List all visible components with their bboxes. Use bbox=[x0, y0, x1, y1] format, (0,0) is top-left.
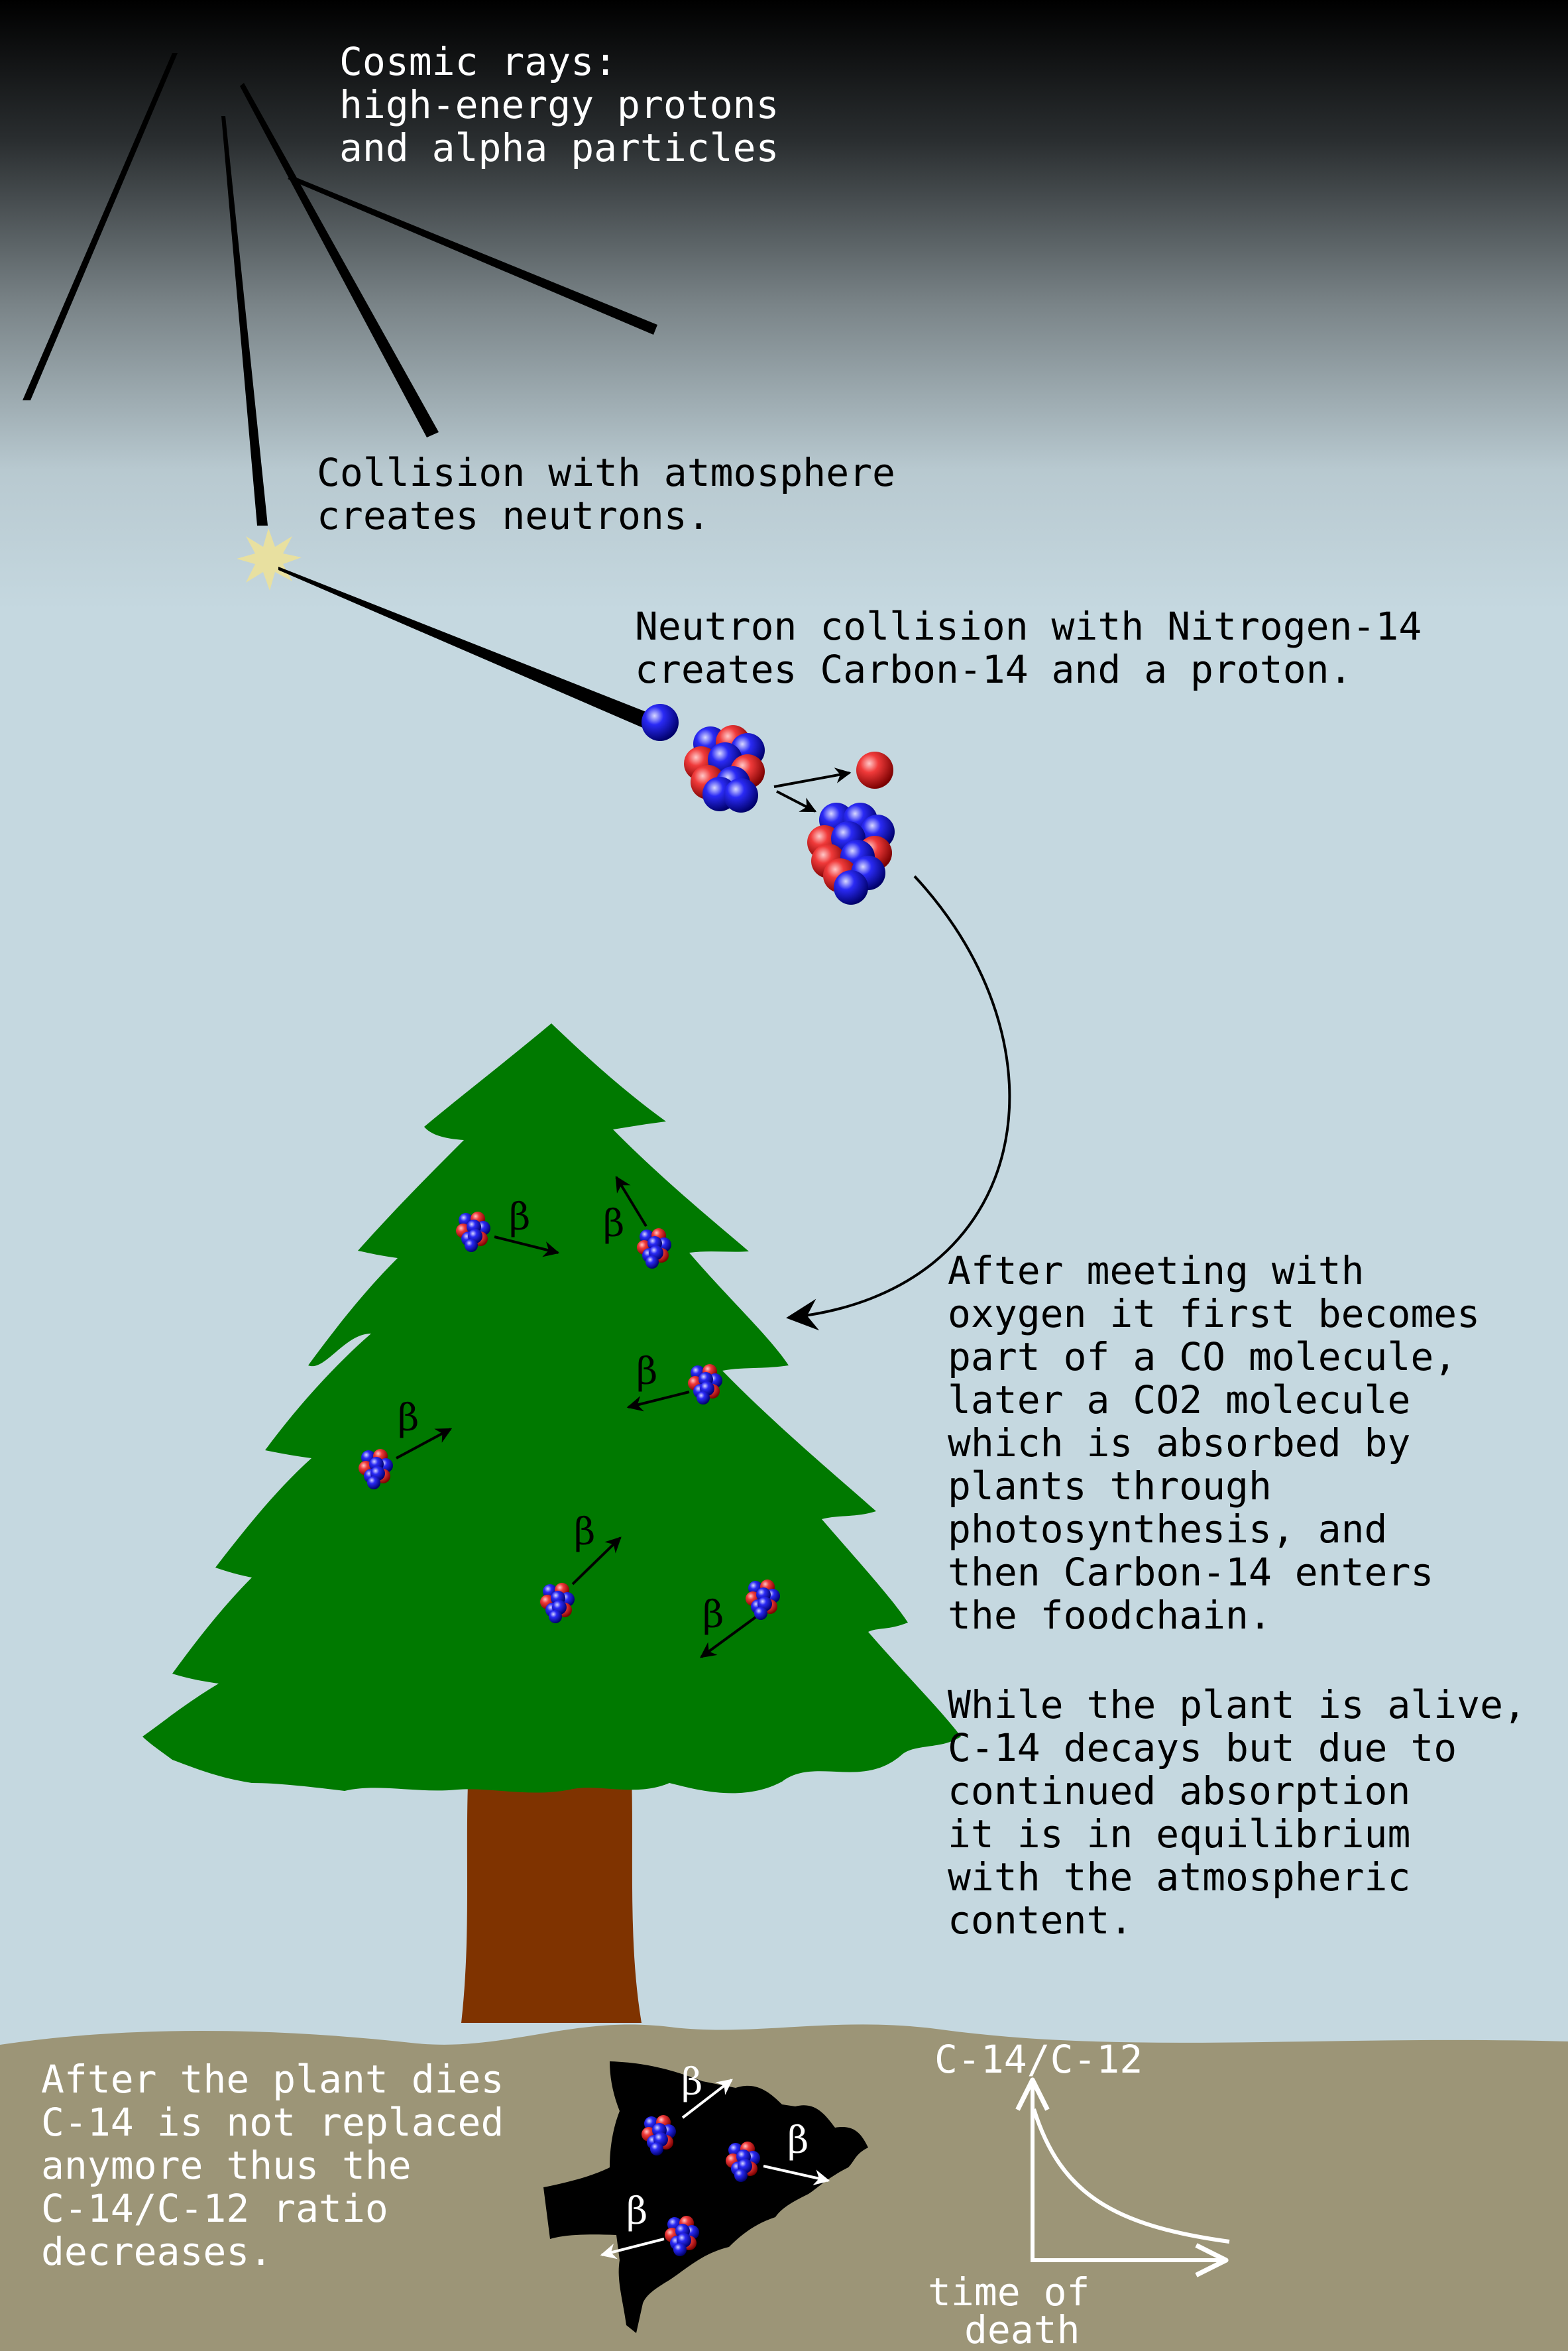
label-line: Cosmic rays: bbox=[339, 39, 617, 84]
label-line: plants through bbox=[948, 1463, 1272, 1509]
collision-spark-icon bbox=[237, 528, 302, 591]
carbon-uptake-curve-arrow bbox=[786, 875, 1011, 1331]
beta-label: β bbox=[702, 1593, 724, 1636]
label-line: high-energy protons bbox=[339, 82, 779, 127]
label-line: it is in equilibrium bbox=[948, 1811, 1410, 1857]
label-line: C-14/C-12 ratio bbox=[41, 2186, 388, 2231]
beta-label: β bbox=[398, 1397, 419, 1440]
dead-tree-beta-labels: β β β bbox=[626, 2061, 809, 2233]
dead-tree-decay-events bbox=[600, 2079, 830, 2260]
label-line: creates neutrons. bbox=[317, 493, 710, 538]
neutron-icon bbox=[642, 704, 679, 741]
beta-label: β bbox=[574, 1511, 595, 1554]
label-line: creates Carbon-14 and a proton. bbox=[635, 647, 1353, 692]
tree-beta-labels: β β β β β β bbox=[398, 1196, 724, 1636]
neutron-collision-label: Neutron collision with Nitrogen-14 creat… bbox=[635, 604, 1422, 692]
carbon-14-nucleus-icon bbox=[807, 803, 895, 905]
label-line: Neutron collision with Nitrogen-14 bbox=[635, 604, 1422, 649]
label-line: C-14 is not replaced bbox=[41, 2100, 504, 2145]
label-line: anymore thus the bbox=[41, 2143, 412, 2188]
label-line: photosynthesis, and bbox=[948, 1507, 1387, 1552]
label-line: content. bbox=[948, 1898, 1133, 1943]
proton-emission-arrow bbox=[773, 768, 852, 788]
graph-x-label-line: time of bbox=[928, 2269, 1090, 2315]
beta-label: β bbox=[603, 1202, 624, 1245]
label-line: later a CO2 molecule bbox=[948, 1377, 1410, 1422]
beta-label: β bbox=[509, 1196, 530, 1239]
graph-y-label: C-14/C-12 bbox=[934, 2037, 1143, 2082]
label-line: Collision with atmosphere bbox=[317, 450, 895, 495]
label-line: oxygen it first becomes bbox=[948, 1291, 1480, 1336]
cosmic-ray-lines bbox=[23, 53, 657, 526]
tree-trunk bbox=[461, 1755, 642, 2023]
cosmic-rays-label: Cosmic rays: high-energy protons and alp… bbox=[339, 39, 779, 170]
carbon-14-formation-arrow bbox=[776, 790, 817, 813]
label-line: which is absorbed by bbox=[948, 1420, 1410, 1465]
label-line: continued absorption bbox=[948, 1768, 1410, 1813]
proton-icon bbox=[856, 752, 893, 789]
label-line: While the plant is alive, bbox=[948, 1682, 1526, 1727]
label-line: decreases. bbox=[41, 2229, 272, 2274]
label-line: After the plant dies bbox=[41, 2057, 504, 2102]
beta-label: β bbox=[636, 1350, 657, 1393]
equilibrium-label: While the plant is alive, C-14 decays bu… bbox=[948, 1682, 1526, 1943]
neutron-track bbox=[278, 567, 649, 728]
label-line: and alpha particles bbox=[339, 125, 779, 170]
label-line: C-14 decays but due to bbox=[948, 1725, 1457, 1770]
graph-x-label-line: death bbox=[964, 2307, 1080, 2351]
beta-label: β bbox=[787, 2119, 809, 2162]
decay-curve bbox=[1032, 2108, 1230, 2244]
label-line: the foodchain. bbox=[948, 1593, 1272, 1638]
tree-decay-events bbox=[359, 1175, 780, 1658]
label-line: with the atmospheric bbox=[948, 1855, 1410, 1900]
label-line: then Carbon-14 enters bbox=[948, 1550, 1433, 1595]
annotation-text: Cosmic rays: high-energy protons and alp… bbox=[41, 39, 1526, 2274]
beta-label: β bbox=[681, 2061, 702, 2104]
nitrogen-14-nucleus-icon bbox=[684, 725, 765, 813]
label-line: part of a CO molecule, bbox=[948, 1334, 1457, 1379]
decay-graph: C-14/C-12 time of death bbox=[928, 2037, 1230, 2351]
label-line: After meeting with bbox=[948, 1248, 1365, 1293]
beta-label: β bbox=[626, 2190, 647, 2233]
dead-tree bbox=[543, 2061, 868, 2333]
collision-label: Collision with atmosphere creates neutro… bbox=[317, 450, 895, 538]
after-death-label: After the plant dies C-14 is not replace… bbox=[41, 2057, 504, 2274]
absorption-label: After meeting with oxygen it first becom… bbox=[948, 1248, 1480, 1638]
